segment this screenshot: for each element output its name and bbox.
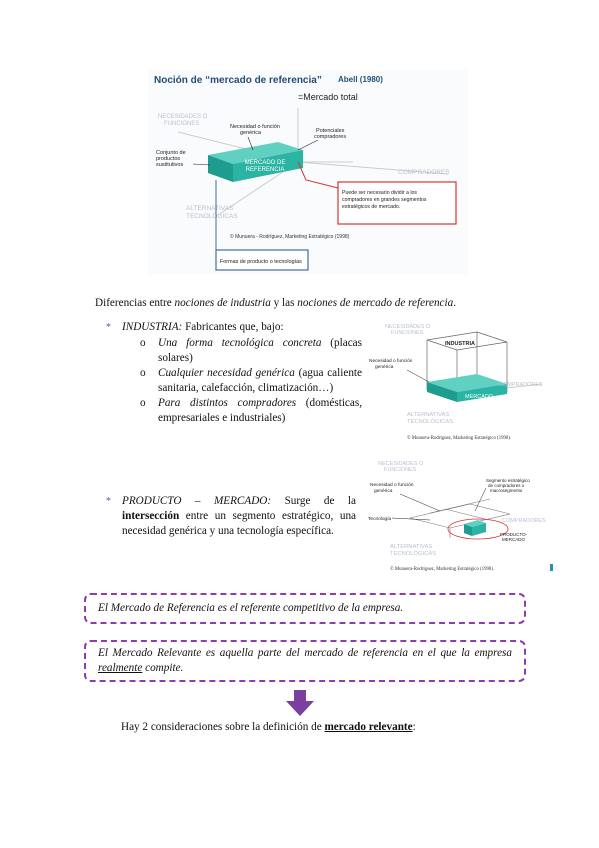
fig2-market: MERCADO [465, 394, 494, 400]
fig3-label-tech: Tecnología [368, 516, 392, 522]
fig1-title: Noción de “mercado de referencia” [154, 75, 322, 86]
fig1-axis-buyers: COMPRADORES [398, 169, 450, 176]
callout-mercado-referencia: El Mercado de Referencia es el referente… [84, 593, 526, 624]
industria-heading: INDUSTRIA: Fabricantes que, bajo: [122, 321, 284, 333]
fig3-buyers: COMPRADORES [502, 518, 546, 524]
callout-mercado-relevante: El Mercado Relevante es aquella parte de… [84, 640, 526, 682]
fig2-credit: © Munuera-Rodríguez, Marketing Estratégi… [407, 435, 511, 441]
fig3-credit: © Munuera-Rodríguez, Marketing Estratégi… [390, 566, 494, 572]
producto-paragraph: PRODUCTO – MERCADO: Surge de la intersec… [122, 495, 356, 537]
industria-list: o Una forma tecnológica concreta (placas… [140, 336, 362, 426]
fig1-author: Abell (1980) [338, 75, 383, 84]
intro-paragraph: Diferencias entre nociones de industria … [95, 297, 457, 309]
producto-bullet: * [106, 496, 111, 507]
industria-item: o Cualquier necesidad genérica (agua cal… [140, 367, 362, 394]
down-arrow-icon [286, 690, 314, 716]
fig3-pm: PRODUCTO-MERCADO [500, 532, 528, 542]
industria-item: o Una forma tecnológica concreta (placas… [140, 337, 362, 364]
fig2-industry: INDUSTRIA [445, 341, 475, 347]
fig1-total: =Mercado total [298, 92, 358, 102]
fig1-credit: © Munuera - Rodríguez, Marketing Estraté… [230, 233, 350, 240]
industria-item: o Para distintos compradores (domésticas… [140, 397, 363, 424]
fig1-forms: Formas de producto o tecnologías [220, 259, 302, 265]
figure-abell-reference-market: Noción de “mercado de referencia” Abell … [148, 70, 468, 275]
fig2-buyers: COMPRADORES [499, 382, 543, 388]
consideraciones-line: Hay 2 consideraciones sobre la definició… [121, 721, 416, 733]
industria-bullet: * [106, 322, 111, 333]
